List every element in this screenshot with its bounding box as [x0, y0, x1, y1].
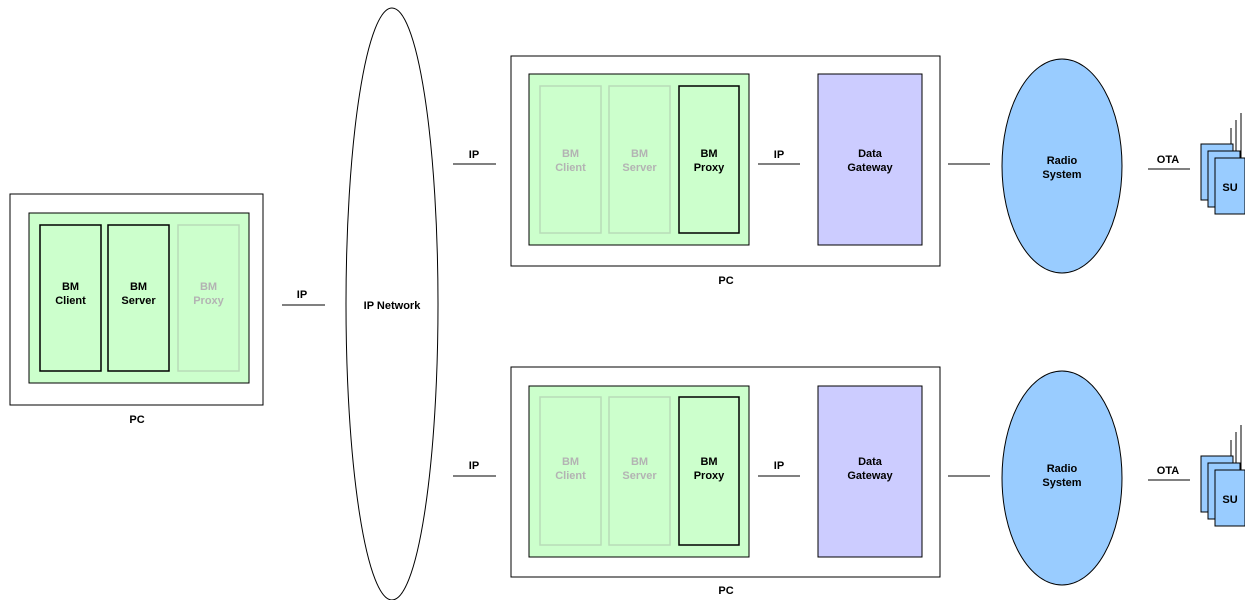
left-bm-client-label-client: Client [55, 295, 86, 307]
bottom-bm-server-label-bm: BM [631, 456, 648, 468]
bottom-internal-ip-label: IP [774, 460, 784, 472]
top-bm-proxy-box [678, 85, 740, 234]
bottom-bm-client-label-bm: BM [562, 456, 579, 468]
top-su-label: SU [1222, 182, 1237, 194]
ip-network-label: IP Network [364, 300, 422, 312]
left-bm-client-box [39, 224, 102, 372]
left-bm-proxy-label-bm: BM [200, 281, 217, 293]
top-pc-label: PC [718, 275, 733, 287]
bottom-data-gateway-label-gateway: Gateway [847, 470, 893, 482]
bottom-bm-proxy-label-proxy: Proxy [694, 470, 725, 482]
top-bm-client-box [539, 85, 602, 234]
bottom-pc-node: BM Client BM Server BM Proxy IP Data Gat… [510, 366, 941, 597]
bottom-data-gateway-box [817, 385, 923, 558]
top-data-gateway-box [817, 73, 923, 246]
top-ota-label: OTA [1157, 154, 1179, 166]
top-bm-client-label-bm: BM [562, 148, 579, 160]
bottom-pc-label: PC [718, 585, 733, 597]
top-data-gateway-label-gateway: Gateway [847, 162, 893, 174]
bottom-radio-system-ellipse [1001, 370, 1123, 586]
top-bm-server-label-bm: BM [631, 148, 648, 160]
bottom-su-icon: SU [1200, 425, 1245, 527]
bottom-bm-server-label-server: Server [622, 470, 657, 482]
ip-network-ellipse [345, 7, 439, 600]
bottom-data-gateway-label-data: Data [858, 456, 883, 468]
bottom-bm-client-box [539, 396, 602, 546]
top-radio-label-radio: Radio [1047, 155, 1078, 167]
top-bm-server-label-server: Server [622, 162, 657, 174]
top-bm-proxy-label-proxy: Proxy [694, 162, 725, 174]
left-bm-server-box [107, 224, 170, 372]
bottom-bm-proxy-box [678, 396, 740, 546]
left-pc-label: PC [129, 414, 144, 426]
left-bm-client-label-bm: BM [62, 281, 79, 293]
top-radio-label-system: System [1042, 169, 1081, 181]
left-bm-server-label-server: Server [121, 295, 156, 307]
bottom-radio-label-radio: Radio [1047, 463, 1078, 475]
bottom-radio-label-system: System [1042, 477, 1081, 489]
bottom-ip-link-label: IP [469, 460, 479, 472]
top-internal-ip-label: IP [774, 149, 784, 161]
top-bm-client-label-client: Client [555, 162, 586, 174]
top-pc-node: BM Client BM Server BM Proxy IP Data Gat… [510, 55, 941, 287]
bottom-ota-label: OTA [1157, 465, 1179, 477]
top-data-gateway-label-data: Data [858, 148, 883, 160]
top-radio-system-ellipse [1001, 58, 1123, 274]
bottom-bm-proxy-label-bm: BM [700, 456, 717, 468]
left-bm-proxy-label-proxy: Proxy [193, 295, 224, 307]
top-bm-server-box [608, 85, 671, 234]
top-ip-link-label: IP [469, 149, 479, 161]
left-pc-node: BM Client BM Server BM Proxy PC [9, 193, 264, 426]
left-bm-proxy-box [177, 224, 240, 372]
bottom-su-label: SU [1222, 494, 1237, 506]
top-bm-proxy-label-bm: BM [700, 148, 717, 160]
left-bm-server-label-bm: BM [130, 281, 147, 293]
top-su-icon: SU [1200, 113, 1245, 215]
left-ip-link-label: IP [297, 289, 307, 301]
bottom-bm-client-label-client: Client [555, 470, 586, 482]
bottom-bm-server-box [608, 396, 671, 546]
